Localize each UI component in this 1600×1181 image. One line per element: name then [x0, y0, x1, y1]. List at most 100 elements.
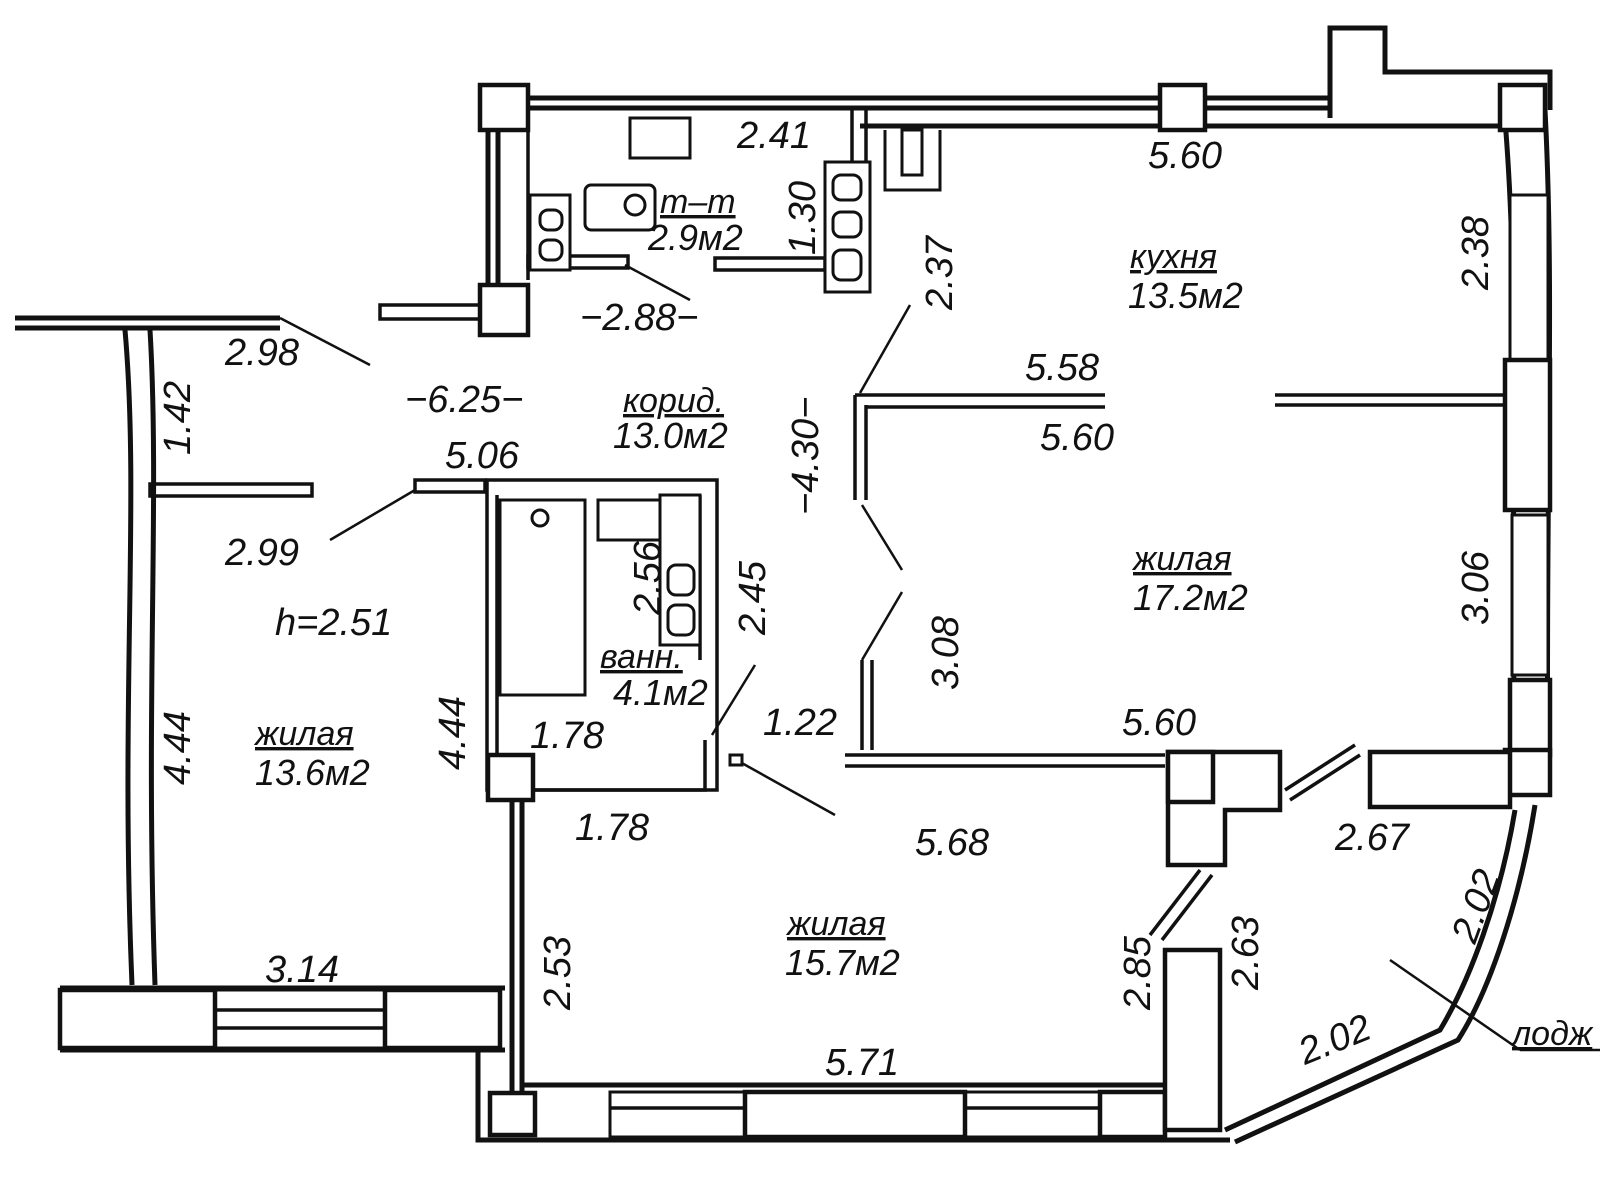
window-west	[213, 988, 387, 1050]
pier-south-right	[1097, 1089, 1168, 1140]
living-south-door-swing	[739, 760, 836, 817]
dim-hall-lower: 2.99	[224, 532, 299, 574]
piers	[57, 82, 1553, 1140]
room-name-wc: т–т	[660, 183, 736, 221]
room-area-kitchen: 13.5м2	[1128, 275, 1243, 316]
wall-loggia-door-inner	[1289, 753, 1361, 802]
room-name-bath: ванн.	[600, 638, 683, 676]
room-labels: т–т 2.9м2 кухня 13.5м2 корид. 13.0м2 жил…	[253, 183, 1594, 1053]
pier-bath-sw	[485, 752, 536, 803]
room-area-bath: 4.1м2	[613, 672, 708, 713]
dim-kitchen-top: 5.60	[1148, 135, 1222, 177]
room-name-living-east: жилая	[1131, 540, 1232, 578]
dim-living-west-right: 4.44	[432, 696, 474, 770]
dim-hall-side: 1.42	[157, 381, 199, 455]
room-area-corridor: 13.0м2	[613, 415, 728, 456]
window-living-east	[1510, 513, 1550, 677]
wall-hall-mid-right	[413, 478, 487, 494]
hall-door-swing	[279, 316, 371, 367]
dim-living-east-bottom: 5.60	[1122, 702, 1196, 744]
pier-east-lower	[1507, 677, 1553, 758]
room-name-kitchen: кухня	[1130, 238, 1217, 276]
wall-wc-bottom-left	[526, 254, 630, 270]
dim-living-south-bottom: 5.71	[825, 1042, 899, 1084]
bath-riser-pipe	[666, 563, 696, 597]
wall-loggia-door	[1284, 743, 1356, 792]
pier-se	[1502, 747, 1553, 798]
dim-hall-mid: 5.06	[445, 435, 520, 477]
bath-door-swing	[710, 664, 757, 736]
dim-loggia-top: 2.67	[1334, 817, 1411, 859]
pier-east-mid	[1502, 357, 1553, 513]
dimension-labels: 2.41 1.30 −2.88− 5.60 2.38 2.37 5.58 5.6…	[157, 115, 1509, 1084]
room-name-corridor: корид.	[623, 382, 724, 420]
pier-sw	[487, 1090, 538, 1138]
room-area-living-west: 13.6м2	[255, 752, 370, 793]
ceiling-height: h=2.51	[275, 602, 392, 644]
dim-kitchen-right: 2.38	[1455, 216, 1497, 291]
wall-kitchen-jog	[1327, 25, 1553, 118]
wall-west-inner	[147, 329, 158, 986]
wall-wc-bottom	[713, 256, 827, 272]
kitchen-door-swing	[858, 304, 912, 394]
living-east-door-swing-2	[860, 591, 904, 661]
room-name-living-west: жилая	[253, 715, 354, 753]
dim-wc-bottom: −2.88−	[580, 297, 698, 339]
pier-top-mid	[1157, 82, 1208, 133]
dim-wc-top: 2.41	[736, 115, 811, 157]
room-area-living-east: 17.2м2	[1133, 577, 1248, 618]
bath-riser-pipe-2	[666, 603, 696, 637]
dim-bath-height: 2.45	[732, 560, 774, 636]
dim-kitchen-left: 2.37	[919, 234, 961, 311]
dim-bath-bottom: 1.78	[575, 807, 649, 849]
wall-entry-stub	[378, 303, 487, 321]
pier-ne	[1497, 82, 1548, 133]
wc-riser-pipe	[538, 208, 564, 232]
dim-corridor-vertical: −4.30−	[785, 397, 827, 515]
dim-bath-bottom-inner: 1.78	[530, 715, 604, 757]
pier-nw	[477, 82, 531, 133]
room-area-wc: 2.9м2	[647, 217, 743, 258]
pier-corner-inner	[1165, 749, 1216, 805]
room-name-loggia: лодж	[1510, 1015, 1594, 1053]
dim-bath-width: 2.56	[627, 540, 669, 616]
room-name-living-south: жилая	[785, 905, 886, 943]
windows	[213, 193, 1550, 1139]
wall-hall-mid	[148, 482, 314, 498]
wall-south-outer	[475, 1050, 1230, 1143]
dim-living-west-bottom: 3.14	[265, 949, 339, 991]
wc-door-swing	[624, 263, 691, 302]
room-area-living-south: 15.7м2	[785, 942, 900, 983]
pier-south-mid	[742, 1089, 968, 1140]
pier-west-bottom-left	[57, 987, 218, 1051]
dim-living-east-top: 5.60	[1040, 417, 1114, 459]
pier-wc-sw	[477, 282, 531, 338]
wall-west-outer	[122, 329, 135, 986]
dim-door-gap: 1.22	[763, 702, 837, 744]
dim-living-east-left: 3.08	[925, 616, 967, 690]
door-stop	[728, 753, 744, 767]
window-kitchen-east	[1508, 193, 1550, 362]
dim-wc-side: 1.30	[782, 181, 824, 255]
bathtub-drain	[530, 508, 550, 528]
kitchen-vent-inner	[900, 128, 924, 177]
dim-living-east-right: 3.06	[1455, 550, 1497, 625]
fixtures	[498, 116, 942, 697]
window-south-2	[963, 1090, 1102, 1139]
kitchen-riser-pipe-2	[831, 210, 863, 239]
dim-kitchen-bottom: 5.58	[1025, 347, 1099, 389]
dim-living-south-left: 2.53	[537, 936, 579, 1011]
wall-loggia-diag-inner	[1160, 873, 1214, 942]
bathtub	[498, 498, 587, 697]
dim-living-south-top: 5.68	[915, 822, 989, 864]
pier-loggia-wall	[1367, 749, 1513, 810]
dim-living-south-right: 2.85	[1117, 935, 1159, 1011]
wall-bath-bottom	[530, 740, 707, 792]
pier-loggia-inner	[1162, 947, 1223, 1133]
dim-loggia-inner: 2.63	[1225, 916, 1267, 991]
toilet-drain	[623, 193, 647, 217]
pier-west-bottom-right	[382, 987, 503, 1051]
kitchen-riser-pipe	[831, 173, 863, 202]
loggia-leader	[1389, 958, 1521, 1052]
